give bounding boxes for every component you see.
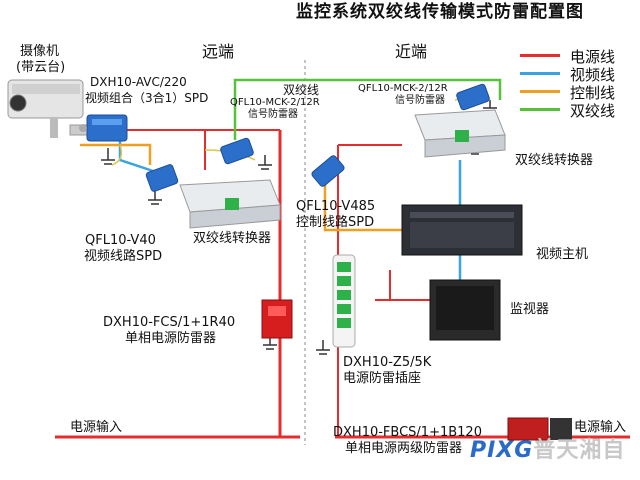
near-end-label: 近端 [395, 42, 428, 61]
power-spd-desc: 单相电源防雷器 [125, 331, 217, 346]
video-host-label: 视频主机 [536, 247, 589, 262]
combo-spd-device [79, 114, 128, 142]
power-input-left-label: 电源输入 [70, 420, 123, 435]
socket-desc: 电源防雷插座 [343, 371, 422, 386]
legend-swatch-power [520, 54, 560, 57]
legend-swatch-control [520, 90, 560, 93]
legend-text-twisted: 双绞线 [570, 102, 616, 120]
signal-spd-near-desc: 信号防雷器 [395, 95, 445, 106]
combo-spd-model: DXH10-AVC/220 [90, 75, 187, 89]
converter-near-label: 双绞线转换器 [515, 153, 594, 168]
legend-text-power: 电源线 [570, 48, 616, 66]
converter-far-label: 双绞线转换器 [193, 231, 272, 246]
monitor-device [429, 279, 501, 341]
brand-logo-latin: PIXG [470, 438, 534, 463]
ground-wire-camera [111, 144, 123, 166]
control-line-far [80, 143, 152, 165]
video-spd-desc: 视频线路SPD [84, 249, 163, 264]
control-spd-device [311, 155, 345, 187]
combo-spd-desc: 视频组合（3合1）SPD [85, 91, 209, 105]
twisted-pair-line [233, 78, 502, 140]
legend-item-control: 控制线 [520, 82, 640, 102]
legend-text-control: 控制线 [570, 84, 616, 102]
video-spd-device [145, 164, 179, 192]
legend-text-video: 视频线 [570, 66, 616, 84]
camera-sublabel: (带云台) [16, 60, 66, 75]
converter-far-device [179, 179, 281, 229]
signal-spd-far-desc: 信号防雷器 [248, 109, 298, 120]
signal-spd-near-model: QFL10-MCK-2/12R [358, 83, 448, 94]
twisted-pair-label: 双绞线 [283, 83, 320, 97]
brand-logo: PIXG普天湘自 [470, 432, 625, 464]
control-spd-desc: 控制线路SPD [296, 215, 375, 230]
brand-logo-cn: 普天湘自 [533, 438, 626, 463]
legend-item-twisted: 双绞线 [520, 100, 640, 120]
legend-item-power: 电源线 [520, 46, 640, 66]
power2-model: DXH10-FBCS/1+1B120 [333, 425, 482, 440]
power-input-right-label: 电源输入 [574, 420, 627, 435]
power-spd-far-device [261, 299, 293, 339]
power-spd-model: DXH10-FCS/1+1R40 [103, 315, 236, 330]
control-spd-model: QFL10-V485 [296, 199, 376, 214]
legend-item-video: 视频线 [520, 64, 640, 84]
converter-near-device [414, 109, 506, 158]
legend-swatch-video [520, 72, 560, 75]
power2-desc: 单相电源两级防雷器 [345, 441, 463, 456]
control-line-near [323, 165, 402, 232]
signal-spd-far-model: QFL10-MCK-2/12R [230, 97, 320, 108]
socket-model: DXH10-Z5/5K [343, 355, 432, 370]
video-spd-model: QFL10-V40 [85, 233, 156, 248]
page-title: 监控系统双绞线传输模式防雷配置图 [296, 2, 584, 22]
ground-symbols [101, 100, 497, 355]
legend-swatch-twisted [520, 108, 560, 111]
signal-spd-near-device [456, 83, 490, 111]
power-spd-near-device [507, 417, 572, 441]
signal-spd-far-device [220, 137, 254, 165]
power-socket-device [332, 254, 356, 348]
monitor-label: 监视器 [510, 302, 550, 317]
far-end-label: 远端 [202, 42, 235, 61]
video-host-device [401, 204, 523, 256]
camera-label: 摄像机 [20, 44, 60, 59]
